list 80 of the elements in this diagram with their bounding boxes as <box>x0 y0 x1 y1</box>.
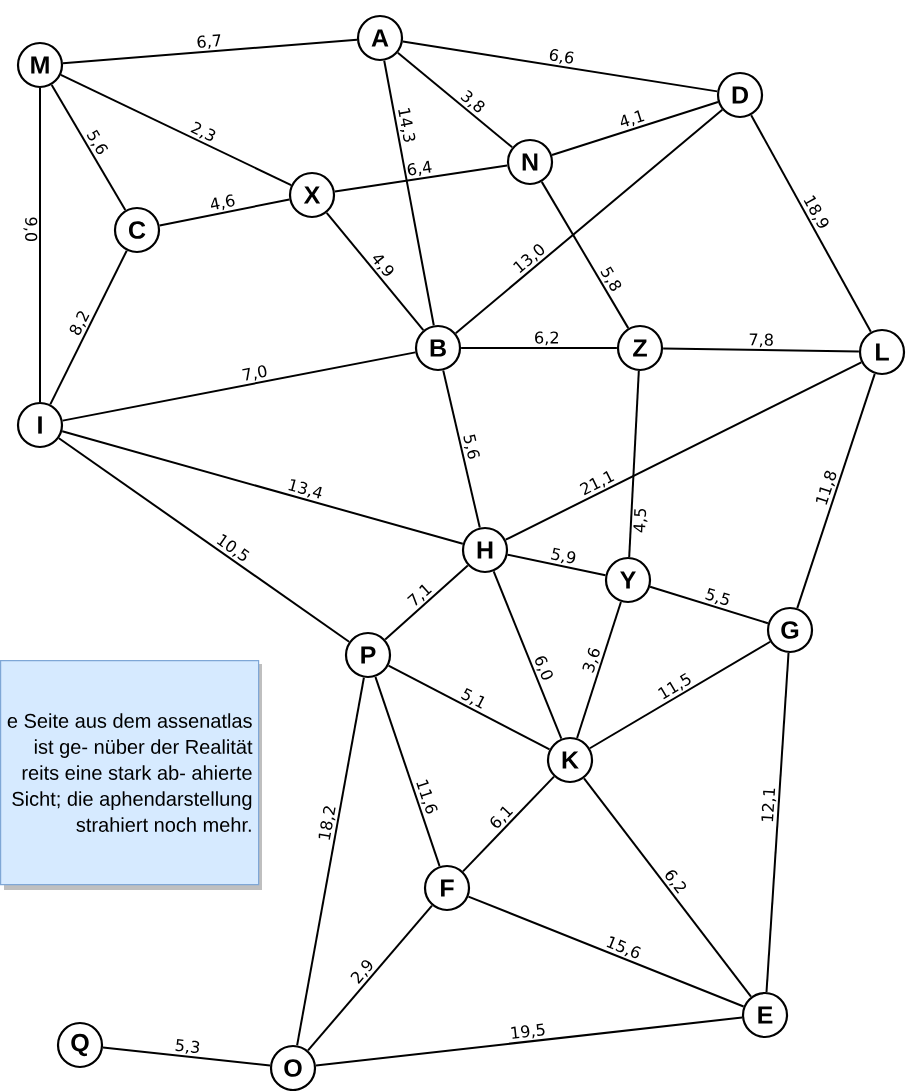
edge-label: 6,2 <box>665 870 687 894</box>
edge-label: 6,6 <box>549 49 574 64</box>
edge-label: 5,9 <box>551 547 576 564</box>
edge-label: 7,1 <box>407 584 432 606</box>
edge-line <box>384 564 469 641</box>
note-box: e Seite aus dem assenatlas ist ge- nüber der Realität reits eine stark ab- ahierte Sicht; die aphendarstellung strahiert noch mehr. <box>0 660 262 890</box>
edge-label: 5,6 <box>463 434 480 459</box>
edge-line <box>506 553 607 577</box>
edge-line <box>467 895 745 1008</box>
edge-label: 5,5 <box>705 587 730 605</box>
edge-line <box>374 675 441 868</box>
edge-line <box>49 249 128 406</box>
edge-label: 4,5 <box>633 508 648 533</box>
edge-line <box>649 585 769 625</box>
edge-label: 6,4 <box>407 160 432 177</box>
edge-line <box>61 351 417 422</box>
edge-label: 14,3 <box>398 108 416 142</box>
edge-line <box>387 664 551 751</box>
edge-label: 3,8 <box>460 89 485 113</box>
edge-label: 3,6 <box>582 647 600 673</box>
edge-line <box>314 1016 744 1067</box>
edge-label: 2,9 <box>350 960 373 984</box>
edge-line <box>101 1046 272 1067</box>
edge-label: 7,8 <box>749 333 773 348</box>
edge-line <box>57 437 351 643</box>
edge-line <box>662 347 860 353</box>
edge-label: 12,1 <box>761 788 777 822</box>
edge-line <box>588 640 772 750</box>
edge-label: 5,8 <box>600 266 622 291</box>
edge-label: 11,6 <box>416 779 438 814</box>
edge-line <box>454 108 724 335</box>
edge-label: 5,1 <box>460 687 485 709</box>
edge-line <box>62 38 358 65</box>
edge-line <box>333 164 509 193</box>
edge-line <box>442 369 481 529</box>
edge-label: 11,5 <box>658 672 691 700</box>
edge-label: 6,1 <box>490 806 514 828</box>
edge-line <box>460 347 618 349</box>
edge-line <box>401 40 719 93</box>
edge-label: 6,2 <box>535 331 558 346</box>
edge-label: 19,5 <box>511 1023 545 1039</box>
edge-label: 5,3 <box>175 1039 200 1054</box>
edge-line <box>583 777 752 998</box>
edge-line <box>61 430 464 545</box>
edge-line <box>796 372 876 610</box>
edge-line <box>628 370 640 558</box>
edge-label: 18,2 <box>318 806 336 840</box>
edge-line <box>492 570 563 740</box>
edge-label: 6,0 <box>535 656 553 680</box>
edge-line <box>307 904 433 1052</box>
edge-label: 8,2 <box>69 311 90 335</box>
edge-line <box>383 59 435 327</box>
edge-line <box>750 114 872 333</box>
edge-line <box>504 361 863 541</box>
edge-label: 9,0 <box>23 217 38 242</box>
edge-line <box>462 775 555 873</box>
edge-label: 4,9 <box>373 255 394 276</box>
edge-line <box>396 51 514 149</box>
edge-label: 4,6 <box>210 194 235 211</box>
edge-label: 21,1 <box>579 470 615 496</box>
edge-label: 7,0 <box>242 365 267 381</box>
edge-line <box>325 211 425 332</box>
edge-label: 5,6 <box>86 129 108 155</box>
edge-line <box>50 83 127 212</box>
edge-label: 15,6 <box>606 936 641 959</box>
edge-label: 4,1 <box>620 110 645 127</box>
edge-label: 11,8 <box>815 470 837 505</box>
edge-line <box>540 180 630 330</box>
edge-line <box>296 676 365 1047</box>
edge-line <box>39 87 41 403</box>
edge-line <box>158 198 291 227</box>
edge-line <box>59 73 293 187</box>
edge-line <box>765 652 790 993</box>
edge-label: 2,3 <box>190 121 216 141</box>
edge-line <box>576 601 622 739</box>
edge-label: 13,4 <box>288 479 322 499</box>
edge-line <box>551 101 719 156</box>
edge-label: 6,7 <box>197 34 221 49</box>
edge-label: 10,5 <box>216 534 250 561</box>
edge-label: 18,9 <box>803 195 829 228</box>
